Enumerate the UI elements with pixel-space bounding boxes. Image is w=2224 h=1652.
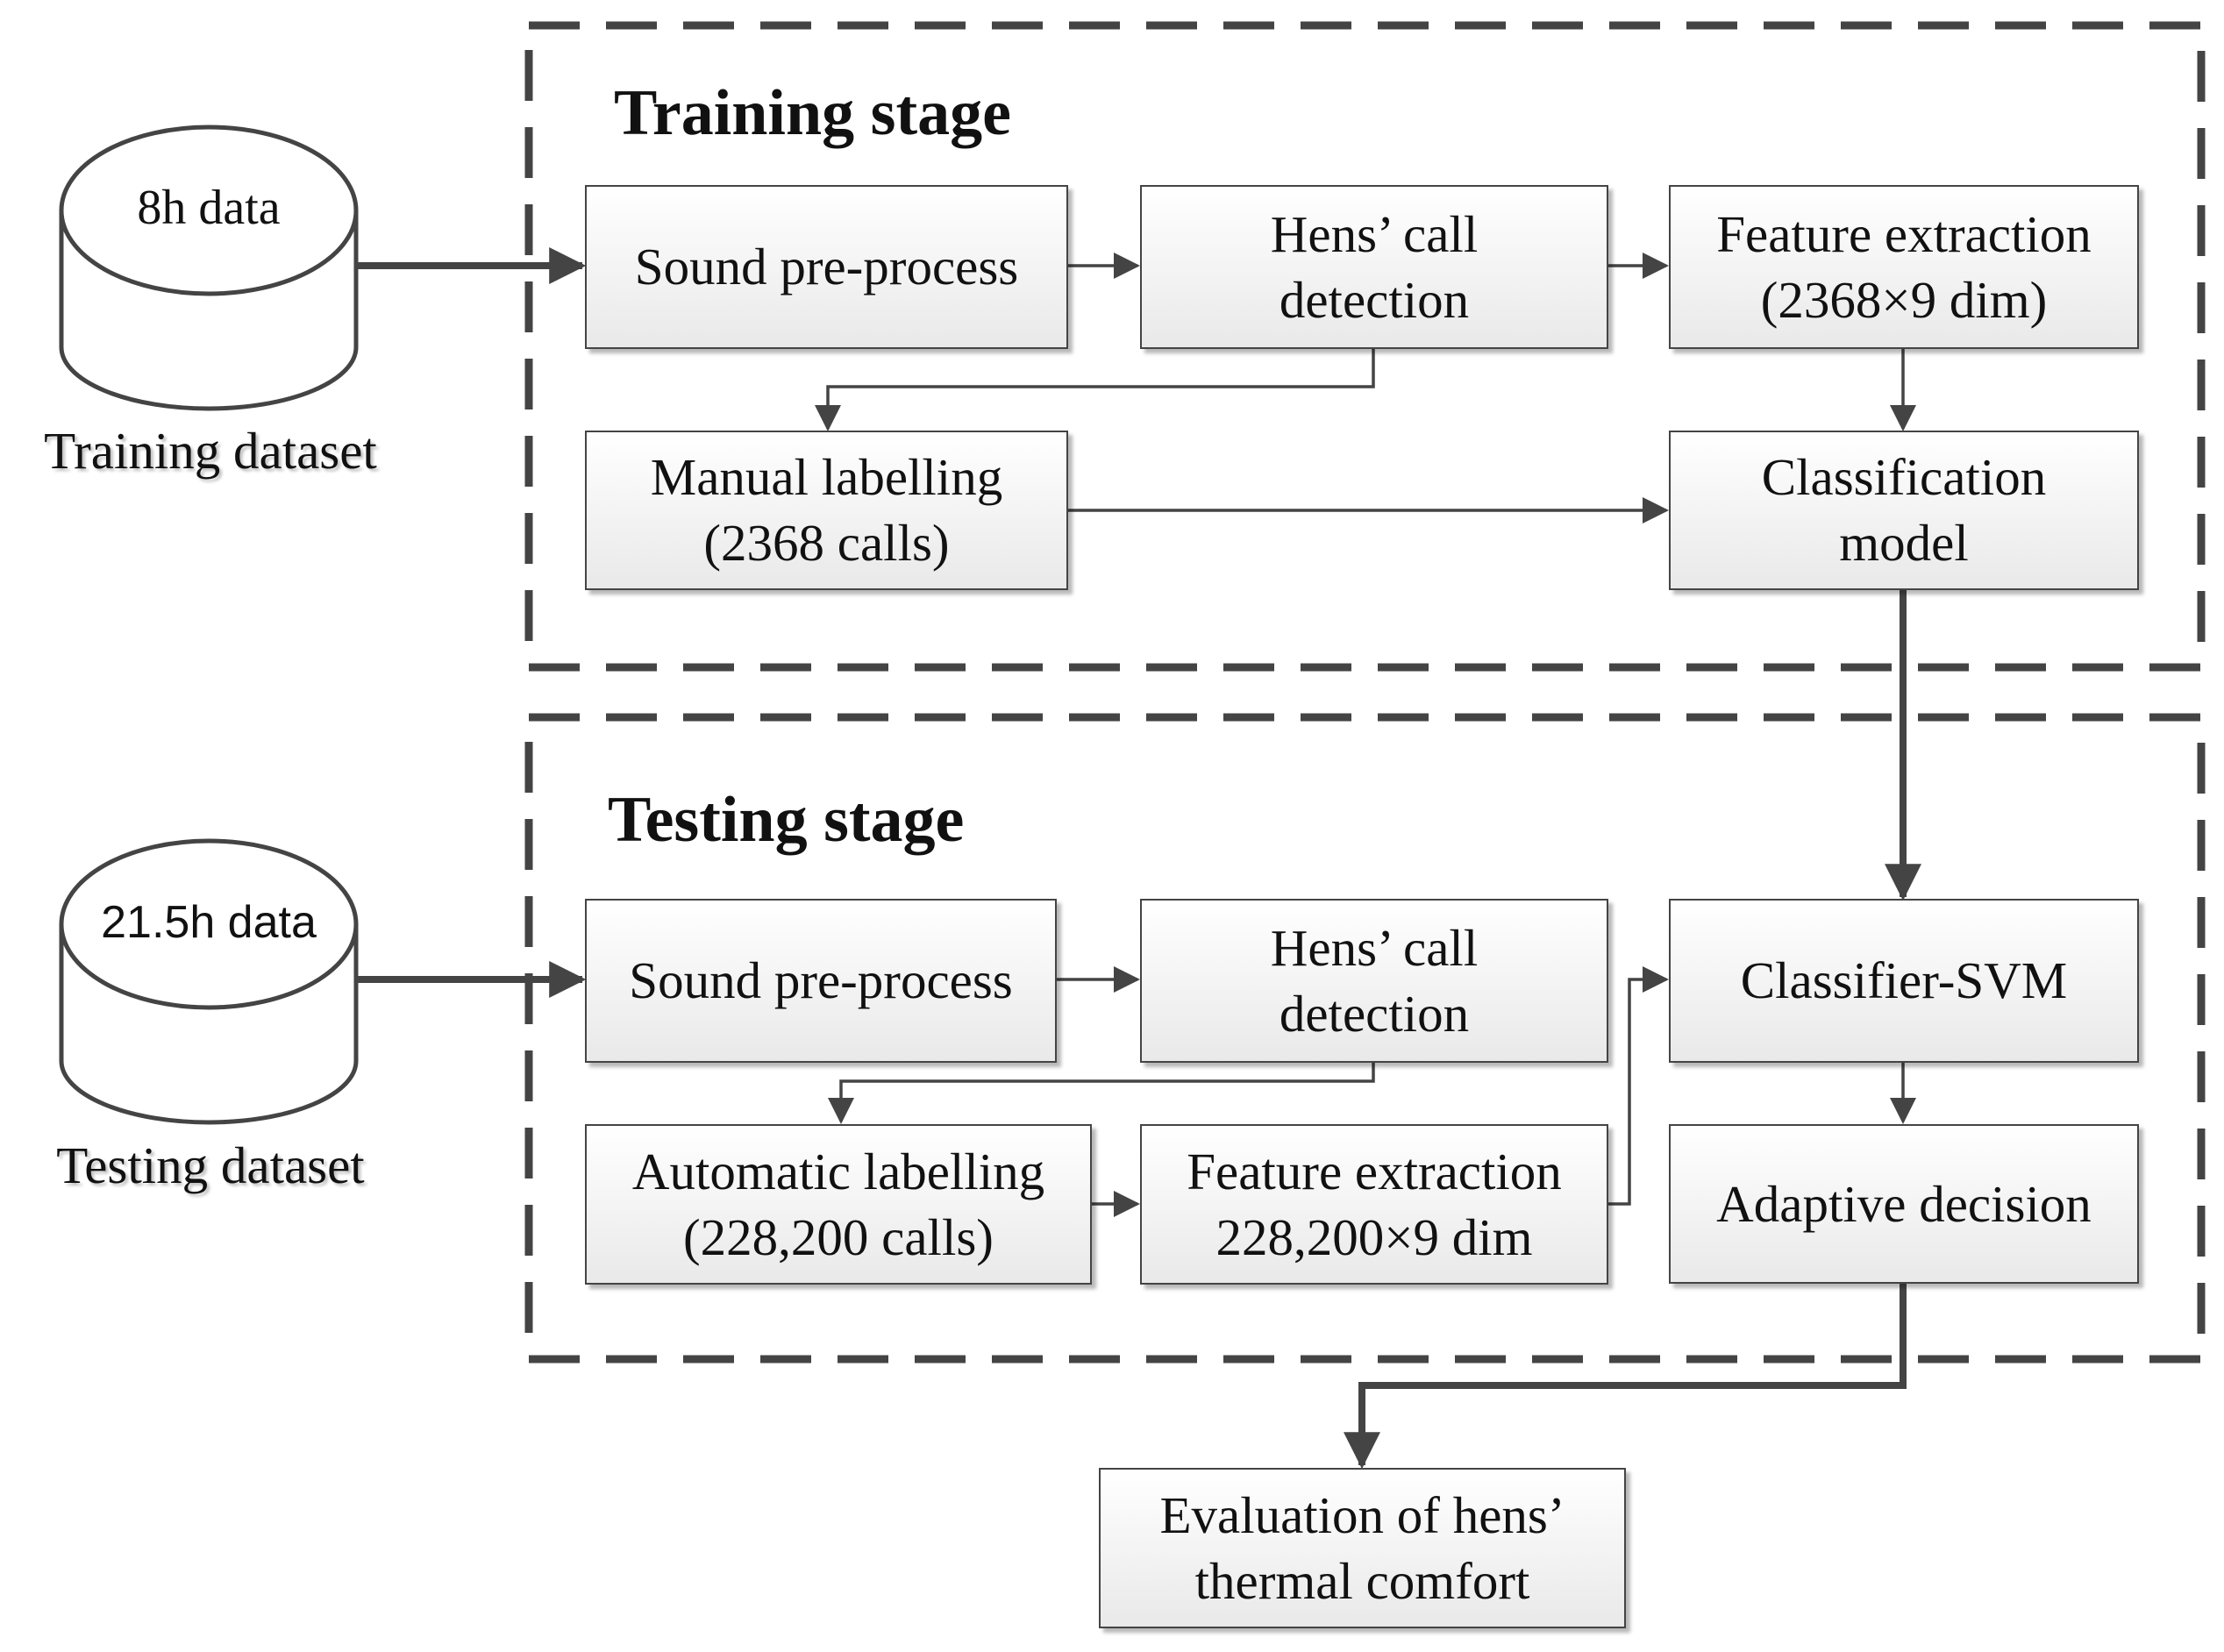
- adaptive-decision-label: Adaptive decision: [1716, 1174, 2092, 1233]
- manual-labelling-box: Manual labelling (2368 calls): [585, 431, 1068, 590]
- testing-sound-preprocess-box: Sound pre-process: [585, 899, 1057, 1063]
- testing-stage-title: Testing stage: [608, 784, 965, 856]
- testing-dataset-caption: Testing dataset: [56, 1136, 365, 1194]
- evaluation-box: Evaluation of hens’ thermal comfort: [1099, 1468, 1626, 1628]
- classifier-svm-box: Classifier-SVM: [1669, 899, 2139, 1063]
- arrow-testing-features-to-classifier: [1608, 966, 1669, 1206]
- testing-feature-extraction-line1: Feature extraction: [1187, 1142, 1562, 1200]
- training-database-label: 8h data: [137, 181, 281, 235]
- testing-sound-preprocess-label: Sound pre-process: [629, 951, 1013, 1010]
- classification-model-line1: Classification: [1761, 448, 2047, 507]
- training-call-detection-line1: Hens’ call: [1270, 204, 1479, 263]
- classification-model-line2: model: [1839, 514, 1969, 572]
- training-sound-preprocess-label: Sound pre-process: [634, 238, 1019, 296]
- evaluation-line1: Evaluation of hens’: [1159, 1485, 1565, 1544]
- training-call-detection-box: Hens’ call detection: [1140, 185, 1608, 349]
- testing-feature-extraction-box: Feature extraction 228,200×9 dim: [1140, 1124, 1608, 1285]
- arrow-testing-detection-to-labelling: [828, 1063, 1375, 1124]
- automatic-labelling-line2: (228,200 calls): [683, 1207, 994, 1266]
- training-sound-preprocess-box: Sound pre-process: [585, 185, 1068, 349]
- testing-database-label: 21.5h data: [101, 897, 317, 948]
- evaluation-line2: thermal comfort: [1194, 1551, 1530, 1610]
- testing-call-detection-line2: detection: [1279, 984, 1470, 1043]
- testing-database-icon: [59, 838, 359, 1125]
- adaptive-decision-box: Adaptive decision: [1669, 1124, 2139, 1284]
- manual-labelling-line1: Manual labelling: [650, 448, 1003, 507]
- classification-model-box: Classification model: [1669, 431, 2139, 590]
- arrow-training-detection-to-labelling: [815, 349, 1375, 431]
- training-feature-extraction-line1: Feature extraction: [1716, 204, 2092, 263]
- training-feature-extraction-box: Feature extraction (2368×9 dim): [1669, 185, 2139, 349]
- arrow-decision-to-evaluation: [1344, 1284, 1907, 1470]
- training-stage-title: Training stage: [614, 77, 1011, 149]
- training-call-detection-line2: detection: [1279, 270, 1470, 329]
- training-dataset-caption: Training dataset: [44, 422, 377, 480]
- automatic-labelling-line1: Automatic labelling: [631, 1142, 1045, 1200]
- testing-feature-extraction-line2: 228,200×9 dim: [1215, 1207, 1533, 1266]
- testing-call-detection-line1: Hens’ call: [1270, 918, 1479, 977]
- training-database-icon: [59, 125, 359, 411]
- automatic-labelling-box: Automatic labelling (228,200 calls): [585, 1124, 1092, 1285]
- classifier-svm-label: Classifier-SVM: [1740, 951, 2068, 1010]
- manual-labelling-line2: (2368 calls): [703, 514, 950, 572]
- testing-call-detection-box: Hens’ call detection: [1140, 899, 1608, 1063]
- training-feature-extraction-line2: (2368×9 dim): [1760, 270, 2048, 329]
